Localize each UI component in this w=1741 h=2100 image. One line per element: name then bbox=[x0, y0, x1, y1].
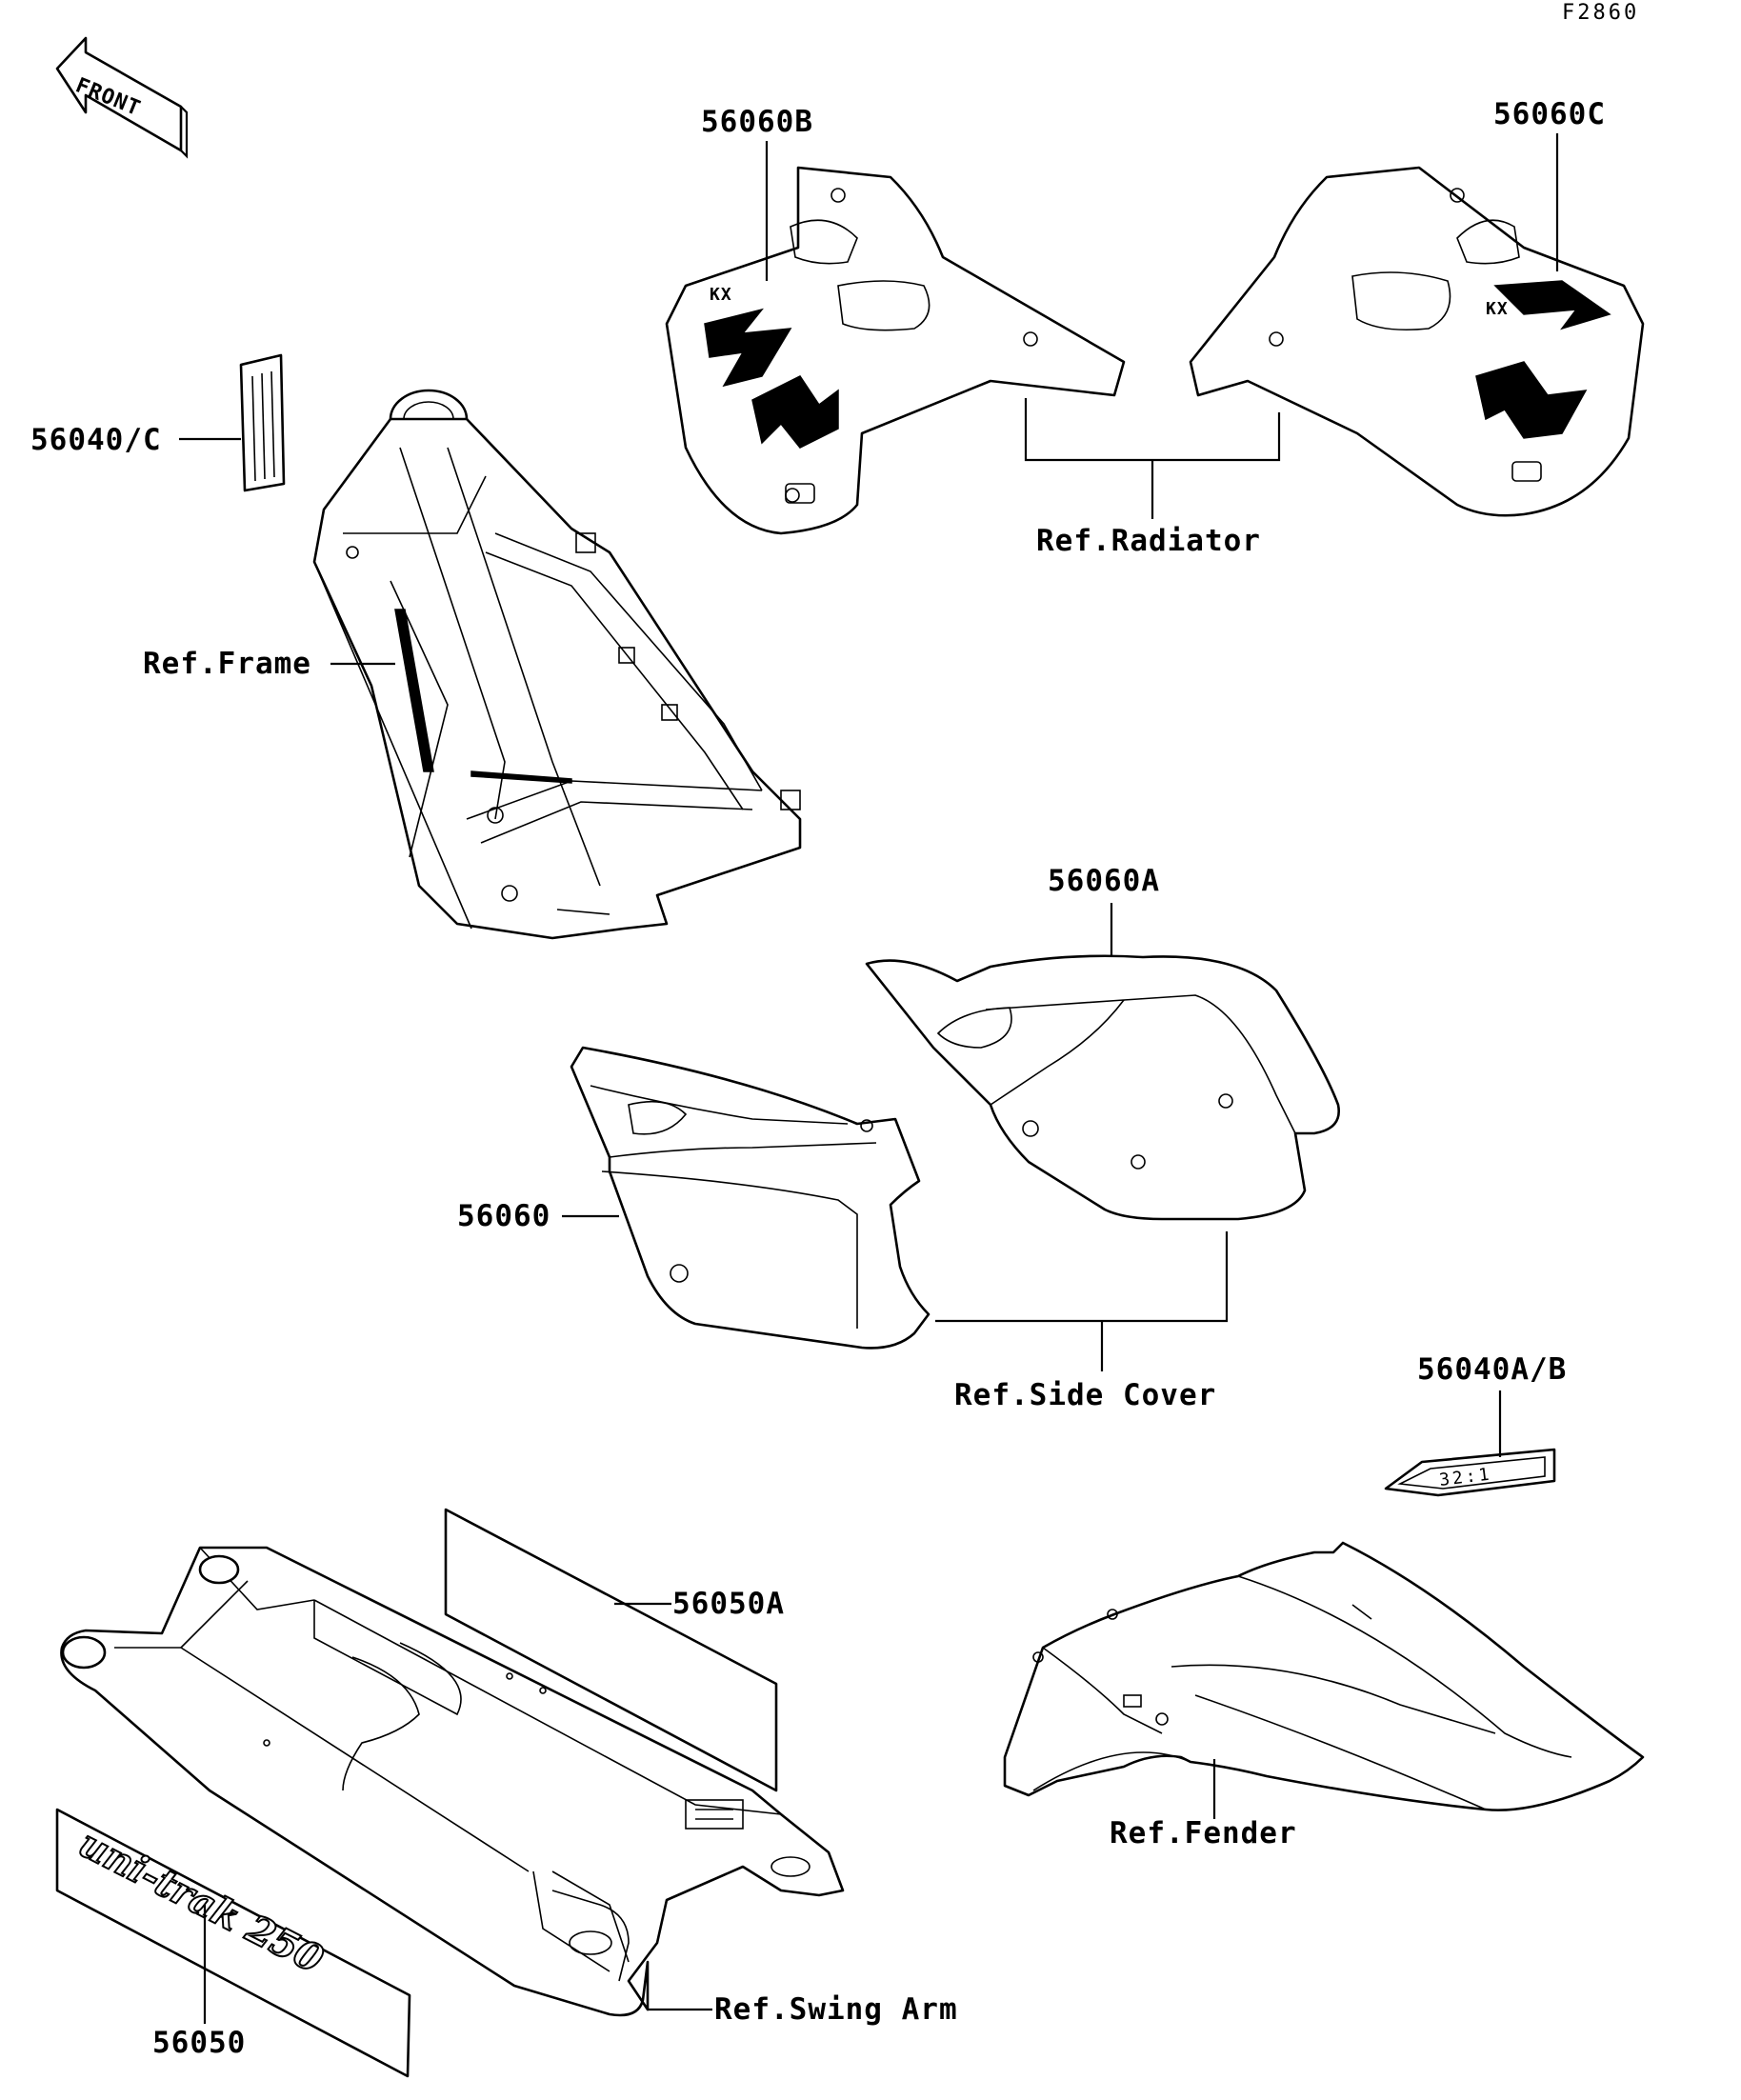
label-56060: 56060 bbox=[457, 1199, 550, 1233]
label-56060C: 56060C bbox=[1493, 97, 1606, 131]
label-56040AB: 56040A/B bbox=[1417, 1352, 1567, 1387]
decal-56040C bbox=[239, 353, 286, 492]
radiator-shroud-right: KX bbox=[1189, 166, 1645, 517]
label-ref-swing-arm: Ref.Swing Arm bbox=[714, 1992, 958, 2027]
label-ref-radiator: Ref.Radiator bbox=[1036, 524, 1261, 558]
decal-logo-left: KX bbox=[710, 285, 732, 305]
side-cover-left bbox=[570, 1046, 931, 1350]
frame bbox=[312, 389, 802, 940]
decal-56050A bbox=[444, 1508, 778, 1792]
side-cover-right bbox=[865, 954, 1340, 1221]
swing-arm bbox=[60, 1546, 845, 2017]
rear-fender bbox=[1003, 1541, 1645, 1811]
label-plate-56040AB: 32:1 bbox=[1384, 1448, 1556, 1497]
label-ref-side-cover: Ref.Side Cover bbox=[954, 1378, 1216, 1412]
label-56040C: 56040/C bbox=[30, 423, 162, 457]
label-ref-fender: Ref.Fender bbox=[1110, 1816, 1297, 1850]
radiator-shroud-left: KX bbox=[665, 166, 1126, 535]
label-ref-frame: Ref.Frame bbox=[143, 647, 311, 681]
front-arrow-icon: FRONT bbox=[55, 36, 189, 159]
label-56060B: 56060B bbox=[701, 105, 813, 139]
label-56050A: 56050A bbox=[672, 1587, 785, 1621]
figure-code: F2860 bbox=[1562, 1, 1639, 25]
label-56060A: 56060A bbox=[1048, 864, 1160, 898]
label-56050: 56050 bbox=[152, 2026, 246, 2060]
decal-logo-right: KX bbox=[1486, 299, 1509, 319]
